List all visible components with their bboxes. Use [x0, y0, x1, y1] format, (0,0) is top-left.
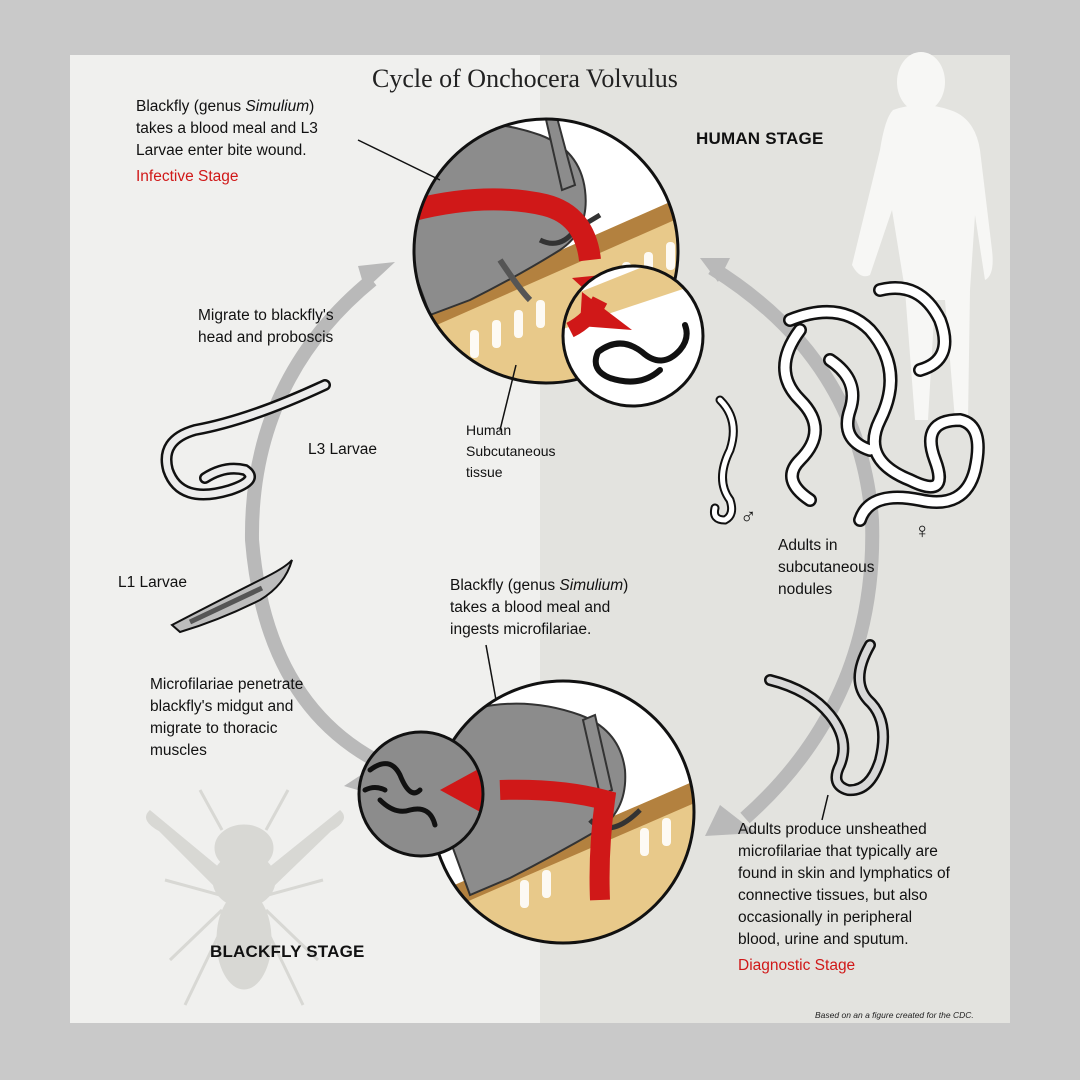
- tissue-label: Human Subcutaneous tissue: [466, 420, 556, 483]
- bite-line3: Larvae enter bite wound.: [136, 142, 307, 159]
- bite-line1-a: Blackfly (genus: [136, 98, 246, 115]
- ingest-line1-italic: Simulium: [559, 577, 624, 594]
- ingest-step-text: Blackfly (genus Simulium) takes a blood …: [450, 575, 628, 641]
- bite-line1-b: ): [309, 98, 315, 115]
- bite-step-text: Blackfly (genus Simulium) takes a blood …: [136, 96, 318, 188]
- human-silhouette: [852, 52, 993, 420]
- tissue-line2: Subcutaneous: [466, 443, 556, 459]
- microfilariae-step-text: Adults produce unsheathed microfilariae …: [738, 819, 950, 977]
- microfilariae-inset: [357, 730, 485, 858]
- microfilariae-line2: microfilariae that typically are: [738, 843, 938, 860]
- infective-stage-label: Infective Stage: [136, 168, 239, 185]
- penetrate-step-text: Microfilariae penetrate blackfly's midgu…: [150, 674, 303, 762]
- female-symbol: ♀: [914, 518, 931, 543]
- ingest-line3: ingests microfilariae.: [450, 621, 592, 638]
- l1-larvae-label: L1 Larvae: [118, 574, 187, 591]
- adult-worms: [710, 281, 985, 527]
- male-symbol: ♂: [740, 504, 757, 529]
- adults-line1: Adults in: [778, 537, 838, 554]
- microfilaria-worm: [764, 639, 890, 797]
- migrate-step-text: Migrate to blackfly's head and proboscis: [198, 305, 334, 349]
- bite-line1-italic: Simulium: [245, 98, 310, 115]
- l3-larva: [160, 379, 331, 501]
- penetrate-line3: migrate to thoracic: [150, 720, 278, 737]
- cycle-arrowhead-top-right: [700, 258, 730, 282]
- adults-line2: subcutaneous: [778, 559, 875, 576]
- microfilariae-line1: Adults produce unsheathed: [738, 821, 927, 838]
- adults-nodules-text: Adults in subcutaneous nodules: [778, 535, 875, 601]
- bite-illustration: [412, 117, 680, 385]
- cycle-arrowhead-bottom-right: [705, 805, 756, 836]
- microfilariae-line4: connective tissues, but also: [738, 887, 928, 904]
- l1-larva: [170, 559, 293, 634]
- ingest-line2: takes a blood meal and: [450, 599, 611, 616]
- diagnostic-stage-label: Diagnostic Stage: [738, 957, 856, 974]
- ingest-illustration: [430, 679, 696, 945]
- human-stage-label: HUMAN STAGE: [696, 129, 824, 148]
- pointer-lines: [357, 139, 829, 821]
- l3-larvae-label: L3 Larvae: [308, 441, 377, 458]
- microfilariae-line3: found in skin and lymphatics of: [738, 865, 950, 882]
- l3-larvae-inset: [561, 264, 705, 408]
- migrate-line2: head and proboscis: [198, 329, 334, 346]
- migrate-line1: Migrate to blackfly's: [198, 307, 334, 324]
- tissue-line3: tissue: [466, 464, 503, 480]
- penetrate-line2: blackfly's midgut and: [150, 698, 294, 715]
- blackfly-silhouette: [146, 789, 344, 1006]
- blackfly-stage-label: BLACKFLY STAGE: [210, 942, 365, 961]
- ingest-line1-b: ): [623, 577, 629, 594]
- bite-line2: takes a blood meal and L3: [136, 120, 318, 137]
- credit-text: Based on an a figure created for the CDC…: [815, 1010, 974, 1020]
- penetrate-line1: Microfilariae penetrate: [150, 676, 304, 693]
- diagram-title: Cycle of Onchocera Volvulus: [372, 64, 678, 93]
- ingest-line1-a: Blackfly (genus: [450, 577, 560, 594]
- penetrate-line4: muscles: [150, 742, 207, 759]
- microfilariae-line5: occasionally in peripheral: [738, 909, 913, 926]
- tissue-line1: Human: [466, 422, 512, 438]
- adults-line3: nodules: [778, 581, 833, 598]
- cycle-arrowhead-top-left: [358, 262, 395, 290]
- microfilariae-line6: blood, urine and sputum.: [738, 931, 909, 948]
